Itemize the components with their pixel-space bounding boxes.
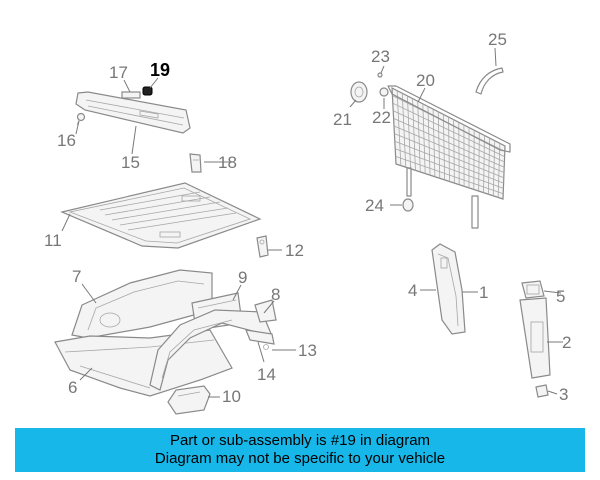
callout-18: 18 [218, 153, 237, 172]
callout-2: 2 [562, 333, 571, 352]
net-mesh-line [393, 125, 505, 173]
bracket-part-10 [167, 385, 211, 415]
floor-tray-part-6 [54, 329, 233, 397]
parts-diagram: 1 2 3 4 5 6 7 8 9 10 11 12 13 14 15 16 1… [44, 30, 571, 415]
callout-11: 11 [44, 231, 62, 250]
net-mesh-line [393, 110, 505, 163]
pillar-trim-part-1 [431, 243, 466, 335]
fastener-part-3 [535, 384, 549, 398]
callout-16: 16 [57, 131, 76, 150]
net-mesh-line [395, 148, 504, 189]
grommet-part-24 [402, 198, 414, 212]
callout-12: 12 [285, 241, 304, 260]
bezel-part-5 [521, 280, 545, 299]
callout-25: 25 [488, 30, 507, 49]
side-trim-part-7 [71, 269, 213, 339]
cargo-cover-part-15 [75, 91, 191, 134]
callout-3: 3 [559, 385, 568, 404]
callout-21: 21 [333, 110, 352, 129]
callout-20: 20 [416, 71, 435, 90]
bolt-part-16 [76, 112, 86, 126]
cargo-net-part-20 [387, 85, 511, 229]
clip-part-19 [142, 86, 153, 96]
latch-part-12 [256, 235, 269, 258]
callout-15: 15 [121, 153, 140, 172]
callout-10: 10 [222, 387, 241, 406]
callout-19: 19 [150, 60, 170, 80]
callout-17: 17 [109, 63, 128, 82]
net-mesh-line [394, 133, 504, 179]
callout-6: 6 [68, 378, 77, 397]
banner-line-part-number: Part or sub-assembly is #19 in diagram [169, 432, 431, 449]
callout-13: 13 [298, 341, 317, 360]
leader-lines [61, 47, 563, 398]
net-mesh-line [392, 102, 505, 157]
hook-part-25 [475, 67, 504, 95]
callout-7: 7 [72, 267, 81, 286]
net-mesh-line [395, 156, 504, 195]
callout-9: 9 [238, 268, 247, 287]
banner-line-disclaimer: Diagram may not be specific to your vehi… [154, 450, 446, 467]
callout-24: 24 [365, 196, 384, 215]
callout-23: 23 [371, 47, 390, 66]
callout-4: 4 [408, 281, 417, 300]
screw-part-22 [377, 72, 389, 97]
net-mesh-line [394, 140, 504, 184]
info-banner: Part or sub-assembly is #19 in diagram D… [15, 428, 585, 472]
load-floor-part-11 [60, 182, 262, 249]
callout-labels: 1 2 3 4 5 6 7 8 9 10 11 12 13 14 15 16 1… [44, 30, 571, 406]
net-mesh-line [393, 118, 505, 168]
lower-trim-part-2 [519, 297, 551, 379]
callout-14: 14 [257, 365, 276, 384]
end-cap-part-18 [189, 153, 202, 173]
callout-8: 8 [271, 285, 280, 304]
callout-5: 5 [556, 287, 565, 306]
callout-1: 1 [479, 283, 488, 302]
callout-22: 22 [372, 108, 391, 127]
bracket-part-13 [245, 329, 275, 350]
mount-part-21 [350, 81, 368, 103]
